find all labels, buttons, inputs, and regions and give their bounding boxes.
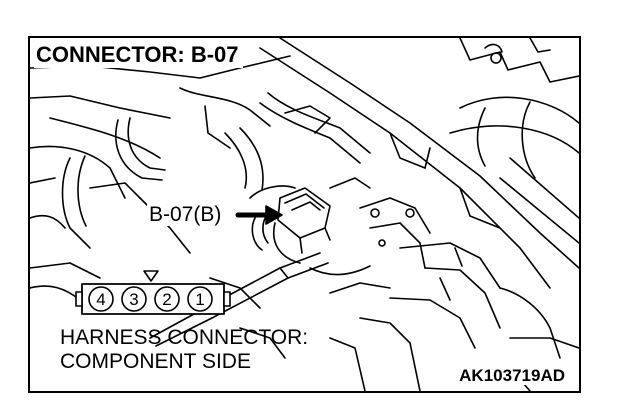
connector-title: CONNECTOR: B-07: [34, 42, 243, 68]
harness-connector-face: 4 3 2 1: [75, 270, 231, 315]
connector-callout-label: B-07(B): [147, 203, 224, 226]
svg-text:3: 3: [129, 290, 138, 309]
engine-bay-linework: [30, 38, 579, 391]
pin-4: 4: [88, 286, 114, 312]
pin-3: 3: [121, 286, 147, 312]
harness-label-line2: COMPONENT SIDE: [60, 350, 251, 373]
svg-text:1: 1: [195, 290, 204, 309]
figure-frame: 4 3 2 1 CONNECTOR: B-07 B-07(B) HARNESS …: [28, 36, 581, 393]
pin-1: 1: [187, 286, 213, 312]
figure-id: AK103719AD: [457, 366, 567, 385]
engine-bay-illustration: 4 3 2 1: [30, 38, 579, 391]
harness-label-line1: HARNESS CONNECTOR:: [60, 326, 309, 349]
svg-text:4: 4: [96, 290, 105, 309]
pin-2: 2: [154, 286, 180, 312]
connector-b07-body: [251, 187, 331, 254]
svg-text:2: 2: [162, 290, 171, 309]
callout-arrow: [235, 205, 283, 225]
